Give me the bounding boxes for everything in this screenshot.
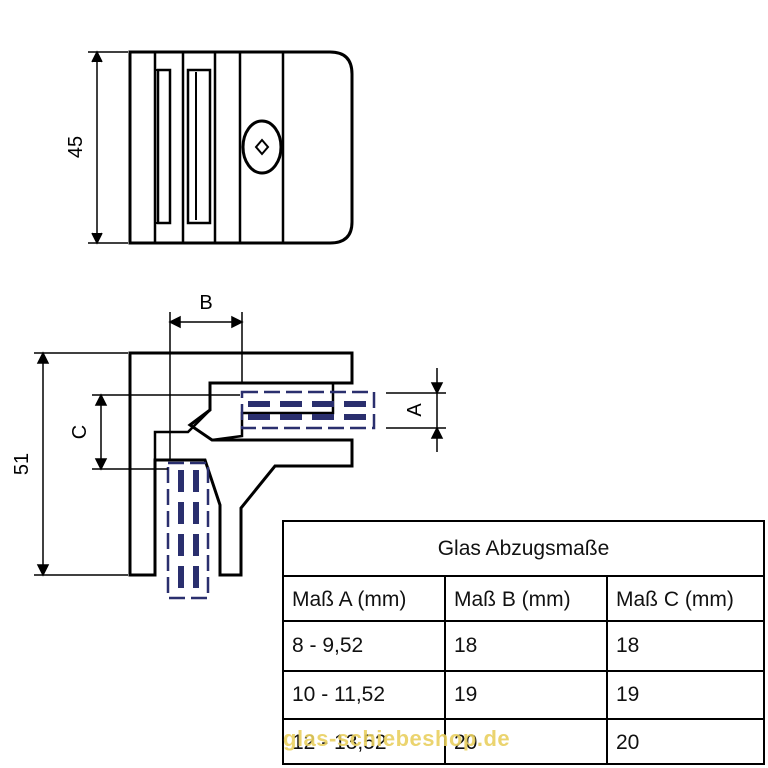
watermark: glas-schiebeshop.de xyxy=(283,726,511,751)
screw-icon xyxy=(241,119,283,175)
dimension-b xyxy=(168,312,244,460)
dimension-a xyxy=(386,368,446,452)
table-title: Glas Abzugsmaße xyxy=(284,522,763,577)
table-row-1-b: 18 xyxy=(454,634,478,657)
dimension-b-label: B xyxy=(199,292,212,314)
table-row-1-c: 18 xyxy=(616,634,640,657)
glass-pane-horizontal xyxy=(240,390,376,430)
dimension-table: Glas Abzugsmaße Maß A (mm) Maß B (mm) Ma… xyxy=(282,520,765,765)
dimension-45-label: 45 xyxy=(65,136,87,158)
header-mass-c: Maß C (mm) xyxy=(616,587,734,611)
header-mass-b: Maß B (mm) xyxy=(454,587,571,611)
header-mass-a: Maß A (mm) xyxy=(292,587,407,611)
front-view xyxy=(128,50,354,245)
dimension-51-label: 51 xyxy=(11,453,33,475)
dimension-a-label: A xyxy=(404,403,426,417)
table-row-3-b: 20 xyxy=(454,730,478,754)
table-row-2-a: 10 - 11,52 xyxy=(292,683,386,706)
table-row-3-a: 12 - 13,52 xyxy=(292,730,387,754)
dimension-45 xyxy=(88,50,128,245)
table-row-3-c: 20 xyxy=(616,730,640,754)
glass-pane-vertical xyxy=(166,461,210,600)
dimension-c xyxy=(92,393,240,471)
dimension-c-label: C xyxy=(69,425,91,439)
table-row-1-a: 8 - 9,52 xyxy=(292,634,364,657)
dimension-51 xyxy=(34,351,128,577)
table-row-2-c: 19 xyxy=(616,683,640,706)
table-row-2-b: 19 xyxy=(454,683,478,706)
